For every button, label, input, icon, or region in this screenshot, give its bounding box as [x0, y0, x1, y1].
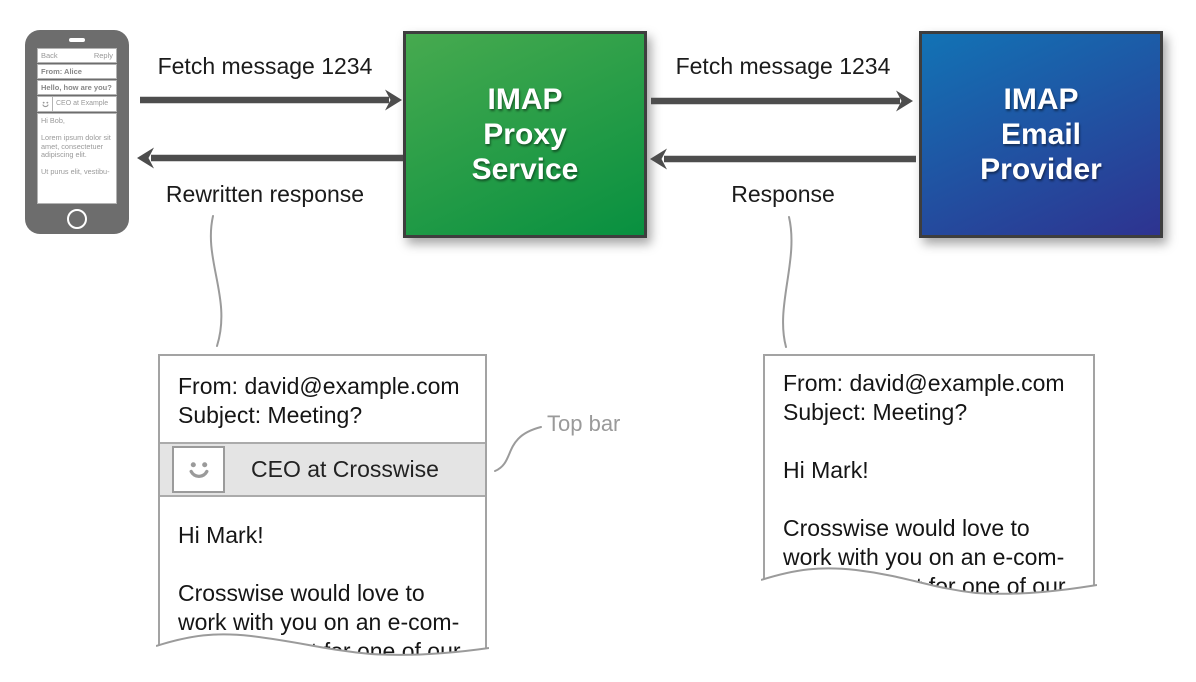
email-header: From: david@example.com Subject: Meeting…: [160, 356, 485, 430]
imap-proxy-service-node: IMAP Proxy Service: [403, 31, 647, 238]
node-label-line: Email: [1000, 118, 1082, 151]
phone-from-line: From: Alice: [37, 64, 117, 79]
email-body-line: Crosswise would love to: [178, 580, 425, 606]
node-label-line: Proxy: [483, 118, 567, 151]
email-body-line: work with you on an e-com-: [783, 544, 1065, 570]
phone-home-button: [67, 209, 87, 229]
label-upstream-request: Fetch message 1234: [675, 53, 891, 79]
smiley-icon: [172, 446, 225, 493]
squiggle-right-connector: [782, 216, 793, 348]
email-greeting: Hi Mark!: [178, 522, 264, 548]
email-from: From: david@example.com: [178, 373, 460, 399]
email-body-line-cut: merce project for one of our: [783, 573, 1066, 599]
phone-banner-label: CEO at Example: [56, 100, 109, 107]
email-subject: Subject: Meeting?: [178, 402, 363, 428]
blank-line: [178, 550, 467, 579]
arrowhead-right-icon: [896, 90, 913, 112]
phone-screen: Back Reply From: Alice Hello, how are yo…: [37, 48, 117, 205]
email-greeting: Hi Mark!: [783, 457, 869, 483]
email-body-line: Crosswise would love to: [783, 515, 1030, 541]
blank-line: [783, 485, 1075, 514]
email-body-line: work with you on an e-com-: [178, 609, 460, 635]
email-subject: Subject: Meeting?: [783, 399, 968, 425]
label-client-request: Fetch message 1234: [157, 53, 373, 79]
phone-back-button: Back: [41, 51, 58, 60]
arrowhead-right-icon: [385, 89, 402, 111]
phone-nav-bar: Back Reply: [37, 48, 117, 63]
email-body: From: david@example.com Subject: Meeting…: [765, 356, 1093, 601]
phone-top-bar: CEO at Example: [37, 96, 117, 112]
imap-email-provider-node: IMAP Email Provider: [919, 31, 1163, 238]
phone-email-body: Hi Bob, Lorem ipsum dolor sit amet, cons…: [37, 113, 117, 204]
blank-line: [783, 427, 1075, 456]
node-label-line: Provider: [980, 153, 1102, 186]
injected-top-bar: CEO at Crosswise: [160, 442, 485, 497]
topbar-callout-connector: [494, 426, 542, 472]
email-from: From: david@example.com: [783, 370, 1065, 396]
phone-body-line: Ut purus elit, vestibu-: [41, 167, 110, 177]
banner-label: CEO at Crosswise: [251, 456, 439, 482]
label-rewritten-response: Rewritten response: [165, 181, 365, 207]
node-label-line: Service: [471, 153, 579, 186]
top-bar-callout-label: Top bar: [547, 411, 621, 436]
label-upstream-response: Response: [731, 181, 835, 207]
rewritten-email-box: From: david@example.com Subject: Meeting…: [158, 354, 487, 664]
arrowhead-left-icon: [650, 148, 667, 170]
phone-subject-line: Hello, how are you?: [37, 80, 117, 95]
phone-body-line: Hi Bob,: [41, 116, 65, 125]
phone-speaker: [69, 38, 85, 42]
arrowhead-left-icon: [137, 147, 154, 169]
smiley-icon: [38, 97, 53, 111]
phone-body-line: Lorem ipsum dolor sit amet, consectetuer…: [41, 132, 111, 160]
node-label-line: IMAP: [1003, 83, 1079, 116]
squiggle-left-connector: [209, 215, 223, 347]
phone-mockup: Back Reply From: Alice Hello, how are yo…: [25, 30, 129, 234]
email-body: Hi Mark! Crosswise would love to work wi…: [160, 497, 485, 666]
email-body-line-cut: merce project for one of our: [178, 638, 461, 664]
original-email-box: From: david@example.com Subject: Meeting…: [763, 354, 1095, 599]
node-label-line: IMAP: [487, 83, 563, 116]
phone-reply-button: Reply: [93, 51, 113, 60]
